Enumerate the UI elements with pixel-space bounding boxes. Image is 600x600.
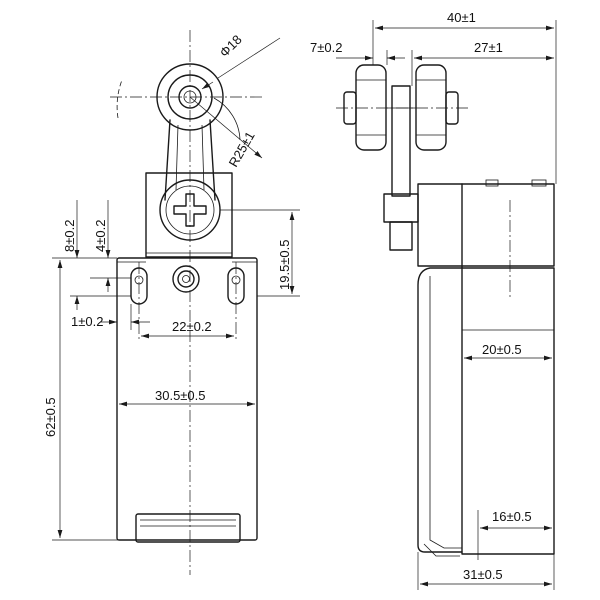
front-head (145, 172, 233, 258)
label-dim-31: 31±0.5 (463, 567, 503, 582)
label-dim-40: 40±1 (447, 10, 476, 25)
side-view (336, 20, 557, 590)
label-dim-7: 7±0.2 (310, 40, 342, 55)
label-dim-4: 4±0.2 (93, 220, 108, 252)
side-roller-right (415, 64, 447, 151)
label-arm-radius: R25±1 (226, 129, 258, 170)
side-roller-left (355, 64, 387, 151)
label-dim-20: 20±0.5 (482, 342, 522, 357)
center-screw (172, 265, 200, 293)
label-dim-1: 1±0.2 (71, 314, 103, 329)
label-dim-19-5: 19.5±0.5 (277, 239, 292, 290)
label-roller-diameter: Φ18 (217, 32, 245, 60)
label-dim-30-5: 30.5±0.5 (155, 388, 206, 403)
side-body (461, 267, 555, 555)
label-dim-27: 27±1 (474, 40, 503, 55)
side-lever (391, 85, 411, 197)
label-dim-62: 62±0.5 (43, 397, 58, 437)
label-dim-16: 16±0.5 (492, 509, 532, 524)
label-dim-22: 22±0.2 (172, 319, 212, 334)
label-dim-8: 8±0.2 (62, 220, 77, 252)
side-cover (417, 267, 463, 553)
front-view (52, 30, 300, 575)
side-head (417, 183, 555, 267)
front-bottom-cover (135, 513, 241, 543)
lever-arm (164, 119, 216, 201)
front-body (116, 257, 258, 541)
